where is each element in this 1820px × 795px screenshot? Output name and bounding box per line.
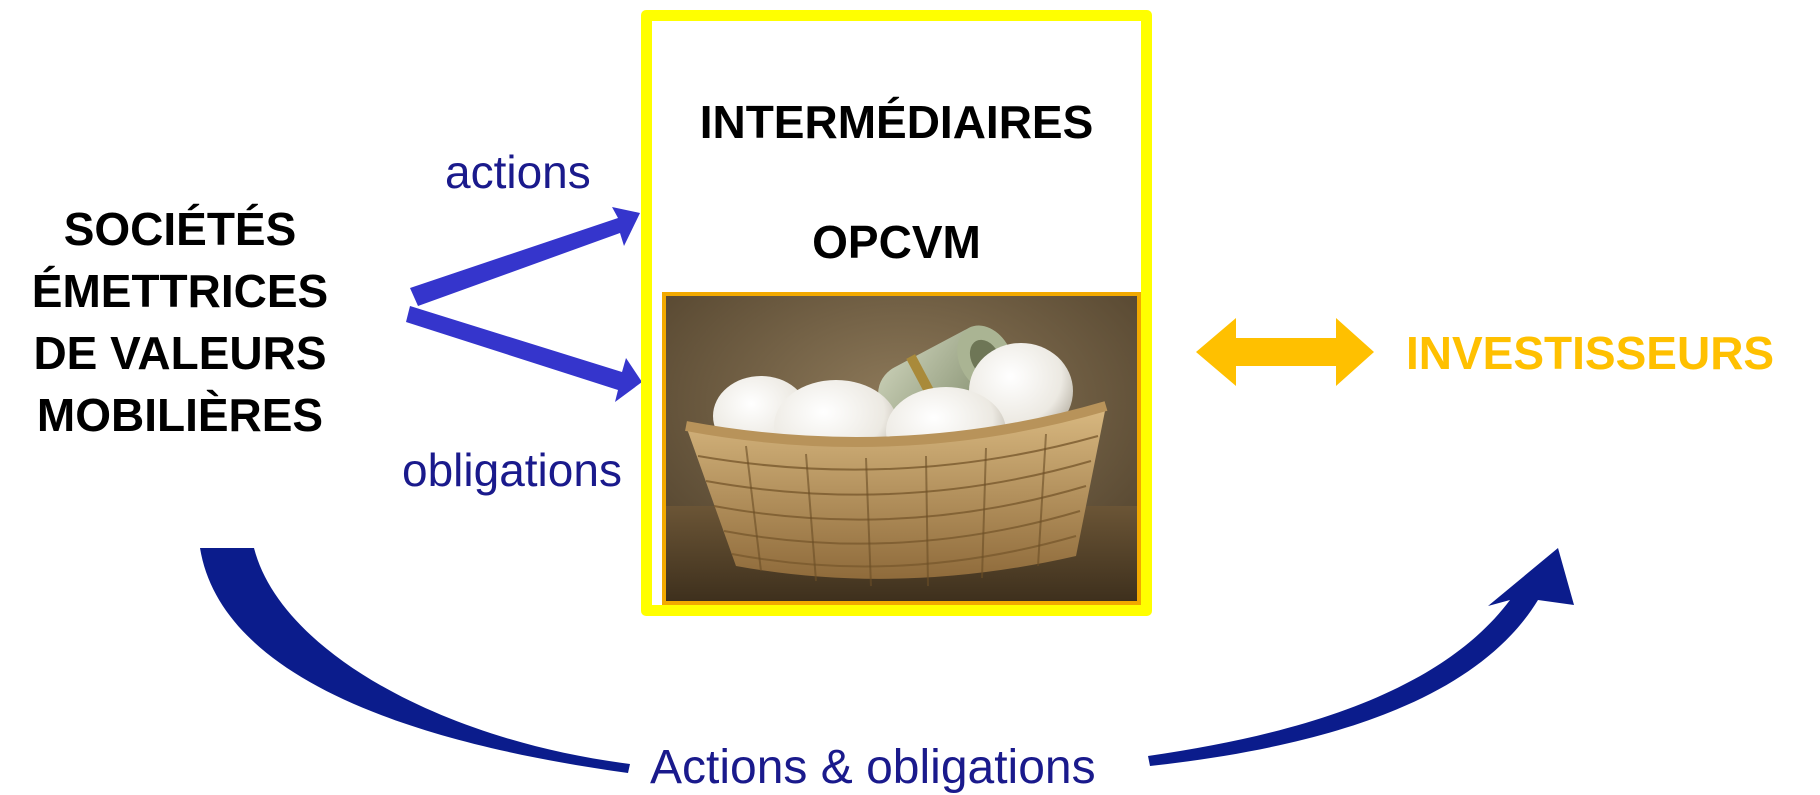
issuers-line-1: SOCIÉTÉS <box>63 203 297 255</box>
issuers-line-4: MOBILIÈRES <box>36 389 324 441</box>
obligations-label: obligations <box>402 444 622 496</box>
right-arrow-icon <box>406 306 642 402</box>
issuers-line-2: ÉMETTRICES <box>31 265 329 317</box>
curved-arrow-icon <box>200 548 1574 773</box>
issuers-line-3: DE VALEURS <box>33 327 327 379</box>
investors-label: INVESTISSEURS <box>1406 327 1775 379</box>
egg-basket-icon <box>666 296 1137 601</box>
intermediaries-box: INTERMÉDIAIRES OPCVM <box>641 10 1152 616</box>
double-arrow-icon <box>1196 318 1374 386</box>
intermediaries-title: INTERMÉDIAIRES <box>699 96 1094 148</box>
right-arrow-icon <box>410 207 640 306</box>
issuers-label: SOCIÉTÉS ÉMETTRICES DE VALEURS MOBILIÈRE… <box>0 198 360 446</box>
actions-label: actions <box>445 146 591 198</box>
actions-obligations-label: Actions & obligations <box>650 741 1096 794</box>
opcvm-title: OPCVM <box>812 216 981 268</box>
egg-basket-image <box>662 292 1141 605</box>
